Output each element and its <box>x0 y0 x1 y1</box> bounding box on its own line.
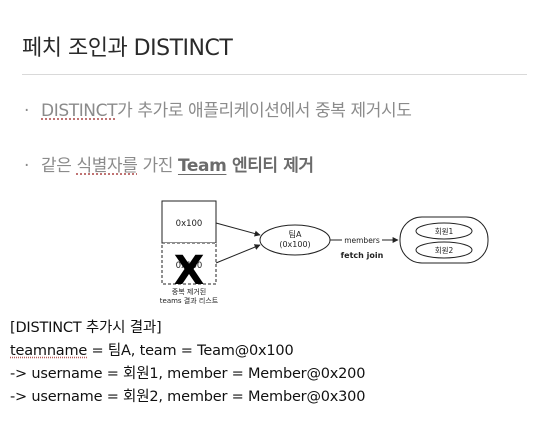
bullet-1-highlight: DISTINCT <box>41 101 118 121</box>
member1-ellipse <box>415 222 473 240</box>
team-box-top <box>161 200 217 244</box>
diagram-caption-line1: 중복 제거된 <box>172 287 206 296</box>
bullet-2-team: Team <box>177 156 227 176</box>
bullet-2: · 같은 식별자를 가진 Team 엔티티 제거 <box>24 151 314 176</box>
bullet-dot: · <box>24 101 30 121</box>
member2-label: 회원2 <box>435 246 454 255</box>
bullet-2-highlight: 식별자를 <box>76 156 138 176</box>
team-box-bottom-label: 0x100 <box>176 261 203 271</box>
result-line-1: teamname = 팀A, team = Team@0x100 <box>10 340 365 363</box>
fetch-join-label: fetch join <box>341 251 384 260</box>
team-label: 팀A <box>289 229 302 239</box>
bullet-2-bold: 엔티티 제거 <box>226 156 314 176</box>
team-address: (0x100) <box>279 240 310 249</box>
fetch-join-diagram: 0x100 0x100 X 중복 제거된 teams 결과 리스트 팀A (0x… <box>160 200 489 305</box>
bullet-2-pre: 같은 <box>41 156 77 176</box>
result-heading: [DISTINCT 추가시 결과] <box>10 320 162 336</box>
result-line-3: -> username = 회원2, member = Member@0x300 <box>10 389 366 405</box>
result-line-2: -> username = 회원1, member = Member@0x200 <box>10 366 366 382</box>
diagram-caption-line2: teams 결과 리스트 <box>160 296 219 305</box>
title-divider <box>22 74 527 75</box>
arrow-top-to-team <box>215 222 261 237</box>
member2-ellipse <box>415 241 473 259</box>
result-block: [DISTINCT 추가시 결과] teamname = 팀A, team = … <box>10 317 365 409</box>
team-box-bottom-removed <box>161 242 217 285</box>
arrow-bottom-to-team <box>215 244 261 264</box>
removed-x-mark: X <box>174 248 205 294</box>
bullet-dot: · <box>24 156 30 176</box>
member1-label: 회원1 <box>435 227 454 236</box>
bullet-1: · DISTINCT가 추가로 애플리케이션에서 중복 제거시도 <box>24 96 412 121</box>
members-label: members <box>344 236 380 245</box>
team-box-top-label: 0x100 <box>176 219 203 229</box>
bullet-1-text: 가 추가로 애플리케이션에서 중복 제거시도 <box>117 101 412 121</box>
slide-title: 페치 조인과 DISTINCT <box>22 36 233 61</box>
result-line-1-rest: = 팀A, team = Team@0x100 <box>87 343 294 359</box>
result-teamname: teamname <box>10 343 88 359</box>
bullet-2-mid: 가진 <box>137 156 178 176</box>
